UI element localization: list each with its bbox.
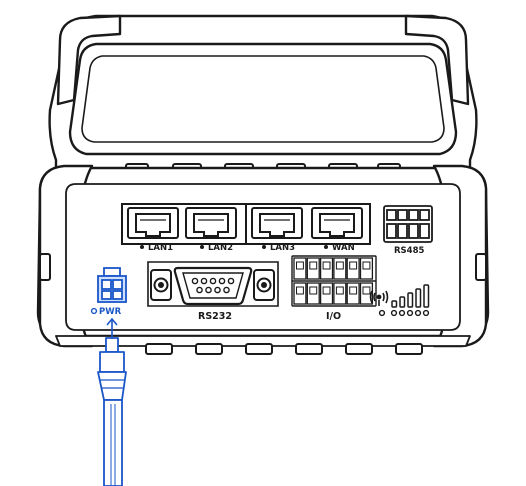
io-terminal-screw [309,261,318,270]
io-terminal-screw [335,261,344,270]
port-rs485[interactable] [383,205,433,243]
io-terminal-screw [322,261,331,270]
port-rs232[interactable] [147,261,279,307]
io-terminal-screw [296,286,304,295]
insert-arrow-icon [106,317,118,338]
pwr-led [90,307,98,315]
port-lan2[interactable] [185,207,237,239]
status-led [378,309,386,317]
io-terminal-screw [296,261,304,270]
io-terminal-screw [362,261,371,270]
power-connector-icon[interactable] [97,267,127,303]
router-housing-top [48,14,478,177]
io-terminal-screw [349,261,358,270]
wan-led-dot [324,245,328,249]
status-led [390,309,398,317]
antenna-icon [369,290,389,306]
label-wan: WAN [332,243,355,253]
io-terminal-screw [362,286,371,295]
label-rs232: RS232 [198,311,232,322]
side-clips [39,253,487,281]
lan1-led-dot [140,245,144,249]
rs232-screw-right [253,269,275,301]
status-led [398,309,406,317]
label-lan1: LAN1 [148,243,173,253]
rs232-screw-left [150,269,172,301]
label-lan2: LAN2 [208,243,233,253]
status-led-row [378,309,430,317]
bottom-ribs [145,343,423,355]
port-lan3[interactable] [251,207,303,239]
label-io: I/O [326,311,341,322]
io-terminal-screw [349,286,358,295]
label-lan3: LAN3 [270,243,295,253]
port-lan1[interactable] [127,207,179,239]
io-terminal-screw [309,286,318,295]
label-pwr: PWR [99,307,122,317]
io-terminal-screw [322,286,331,295]
port-wan[interactable] [311,207,363,239]
status-led [422,309,430,317]
power-cable-icon [97,337,127,486]
lan3-led-dot [262,245,266,249]
io-terminal-screw [335,286,344,295]
lan2-led-dot [200,245,204,249]
signal-strength-icon [391,284,430,308]
ethernet-labels: LAN1 LAN2 LAN3 WAN [140,243,355,253]
router-front-bezel [36,164,490,348]
status-led [414,309,422,317]
io-terminal-cells [293,257,374,305]
status-led [406,309,414,317]
label-rs485: RS485 [394,246,424,256]
